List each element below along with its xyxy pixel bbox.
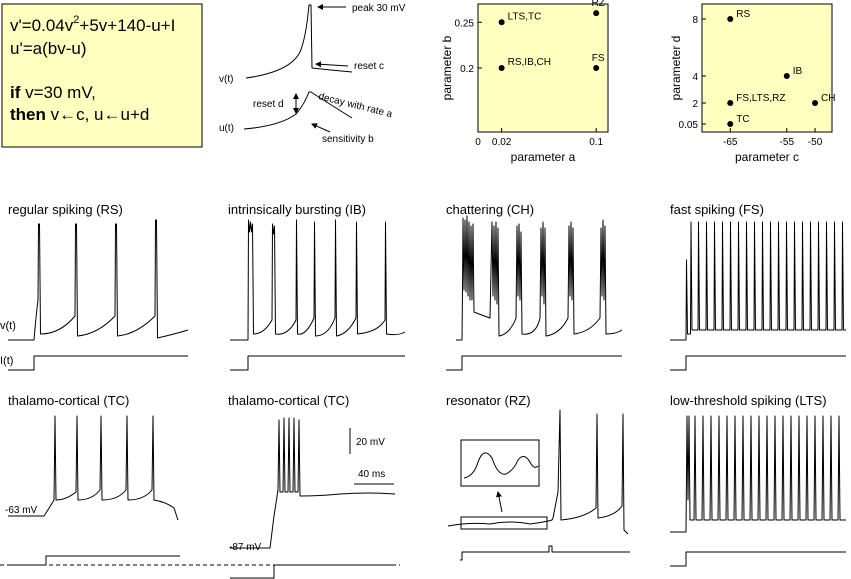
peak-label: peak 30 mV <box>352 3 406 14</box>
scatter-cd-xtick: -55 <box>780 137 795 148</box>
title-rz: resonator (RZ) <box>446 393 531 408</box>
sensitivity-label: sensitivity b <box>322 134 374 145</box>
scatter-cd-xtick: -50 <box>808 137 823 148</box>
scatter-ab-point <box>498 65 505 71</box>
current-tc2 <box>230 564 395 579</box>
scatter-cd-point-label: RS <box>736 9 750 20</box>
scatter-cd-point <box>727 100 734 106</box>
reset-condition: if v=30 mV, <box>10 83 96 102</box>
scatter-ab-ytick: 0.25 <box>455 18 475 29</box>
reset-d-label: reset d <box>253 99 284 110</box>
sensitivity-arrow <box>311 123 331 133</box>
scatter-cd-point <box>727 16 734 22</box>
title-ib: intrinsically bursting (IB) <box>228 202 366 217</box>
scatter-ab-xlabel: parameter a <box>511 150 576 164</box>
trace-ib <box>230 219 406 341</box>
current-lts <box>670 551 846 567</box>
equation-u: u'=a(bv-u) <box>10 39 86 58</box>
title-fs: fast spiking (FS) <box>670 202 764 217</box>
trace-tc1 <box>8 415 179 521</box>
trace-rz <box>447 409 629 535</box>
current-tc1 <box>8 555 180 566</box>
scale-bar: 20 mV 40 ms <box>349 428 394 485</box>
equation-v: v'=0.04v2+5v+140-u+I <box>10 14 175 35</box>
trace-ch <box>456 215 623 341</box>
scatter-ab-point <box>593 10 600 17</box>
scatter-cd: -65 -55 -50 8 4 2 0.05 RS IB CH FS,LTS,RZ TC param… <box>669 3 835 164</box>
current-rz <box>460 545 630 561</box>
schematic-u-trace <box>243 91 353 130</box>
current-rs <box>8 355 188 371</box>
scatter-ab-point <box>593 65 600 71</box>
scatter-cd-xtick: -65 <box>723 137 738 148</box>
rz-inset <box>460 439 548 530</box>
trace-lts <box>670 415 846 533</box>
reset-c-arrow <box>315 61 349 68</box>
scatter-cd-xlabel: parameter c <box>735 150 799 164</box>
title-tc1: thalamo-cortical (TC) <box>8 393 129 408</box>
scatter-cd-ylabel: parameter d <box>669 36 683 101</box>
schematic: v(t) u(t) peak 30 mV reset c reset d dec… <box>219 3 406 145</box>
scatter-ab-point-label: RZ <box>592 0 605 9</box>
title-lts: low-threshold spiking (LTS) <box>670 393 827 408</box>
title-rs: regular spiking (RS) <box>8 202 123 217</box>
scatter-ab-point-label: FS <box>592 53 605 64</box>
scatter-cd-point <box>783 73 790 79</box>
current-fs <box>670 355 846 371</box>
scatter-ab-xtick: 0 <box>475 137 481 148</box>
scatter-cd-ytick: 8 <box>692 15 698 26</box>
trace-tc2 <box>230 417 396 549</box>
scatter-cd-ytick: 4 <box>692 72 698 83</box>
scatter-ab-xtick: 0.02 <box>492 137 512 148</box>
current-ib <box>230 355 405 371</box>
decay-label: decay with rate a <box>317 91 393 120</box>
reset-rule: then v←c, u←u+d <box>10 105 149 124</box>
trace-fs <box>670 221 846 341</box>
scale-time-label: 40 ms <box>358 469 385 480</box>
scatter-cd-point-label: IB <box>793 66 803 77</box>
title-tc2: thalamo-cortical (TC) <box>228 393 349 408</box>
label-v-t: v(t) <box>0 320 16 332</box>
schematic-v-label: v(t) <box>219 74 233 85</box>
title-ch: chattering (CH) <box>446 202 534 217</box>
scatter-ab: 0 0.02 0.1 0.25 0.2 LTS,TC RS,IB,CH RZ FS param… <box>440 0 609 164</box>
scatter-ab-point-label: RS,IB,CH <box>508 57 551 68</box>
scatter-ab-point <box>498 19 505 26</box>
trace-rs <box>8 219 189 341</box>
scatter-cd-ytick: 2 <box>692 99 698 110</box>
scatter-cd-ytick: 0.05 <box>679 120 699 131</box>
reset-c-label: reset c <box>354 61 384 72</box>
schematic-u-label: u(t) <box>219 123 234 134</box>
current-ch <box>446 355 622 371</box>
scatter-cd-point <box>727 121 734 127</box>
scatter-ab-ylabel: parameter b <box>440 35 454 100</box>
equation-box: v'=0.04v2+5v+140-u+I u'=a(bv-u) if v=30 … <box>1 3 203 148</box>
scatter-cd-point-label: TC <box>736 114 749 125</box>
label-i-t: I(t) <box>0 355 13 367</box>
label-tc2-rest: -87 mV <box>229 542 262 553</box>
label-tc1-rest: -63 mV <box>5 505 38 516</box>
scatter-ab-xtick: 0.1 <box>589 137 603 148</box>
scatter-cd-point-label: FS,LTS,RZ <box>736 93 785 104</box>
scatter-cd-point-label: CH <box>821 93 835 104</box>
scale-voltage-label: 20 mV <box>356 437 385 448</box>
scatter-ab-ytick: 0.2 <box>460 64 474 75</box>
scatter-cd-point <box>812 100 819 106</box>
scatter-ab-point-label: LTS,TC <box>508 11 542 22</box>
schematic-v-trace <box>245 4 353 79</box>
